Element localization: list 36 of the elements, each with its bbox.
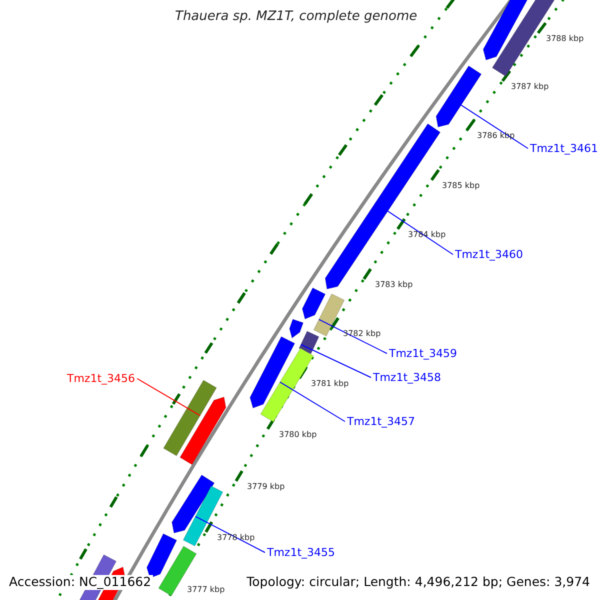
scale-label: 3778 kbp [217,534,255,542]
gene-block [250,336,296,408]
scale-label: 3788 kbp [546,35,584,43]
gene-label: Tmz1t_3458 [373,372,442,383]
leader-line [318,318,388,354]
gene-label: Tmz1t_3456 [67,373,136,384]
gene-block [436,65,482,128]
leader-line [136,378,201,416]
scale-label: 3783 kbp [375,281,413,289]
scale-label: 3779 kbp [247,483,285,491]
gene-block [146,533,178,578]
leader-line [448,96,528,149]
leader-line [300,344,372,378]
leader-line [280,382,346,422]
gene-label: Tmz1t_3457 [347,416,416,427]
gene-block [180,396,226,466]
scale-label: 3787 kbp [511,83,549,91]
gene-block [163,380,217,456]
gene-block [482,0,530,60]
gene-block [298,330,320,354]
gene-label: Tmz1t_3460 [455,249,524,260]
gene-block [313,294,345,336]
gene-label: Tmz1t_3461 [530,143,598,154]
leader-line [374,202,454,255]
leader-line [194,516,266,553]
map-title: Thauera sp. MZ1T, complete genome [175,10,418,23]
accession-note: Accession: NC_011662 [7,575,154,590]
gene-block [172,474,215,534]
scale-label: 3777 kbp [187,586,225,594]
scale-label: 3781 kbp [311,380,349,388]
gene-block [302,288,326,320]
gene-label: Tmz1t_3455 [267,547,336,558]
genome-summary: Topology: circular; Length: 4,496,212 bp; Genes: 3,974 [244,575,592,590]
scale-label: 3780 kbp [279,431,317,439]
gene-block [289,318,304,338]
gene-label: Tmz1t_3459 [389,348,458,359]
